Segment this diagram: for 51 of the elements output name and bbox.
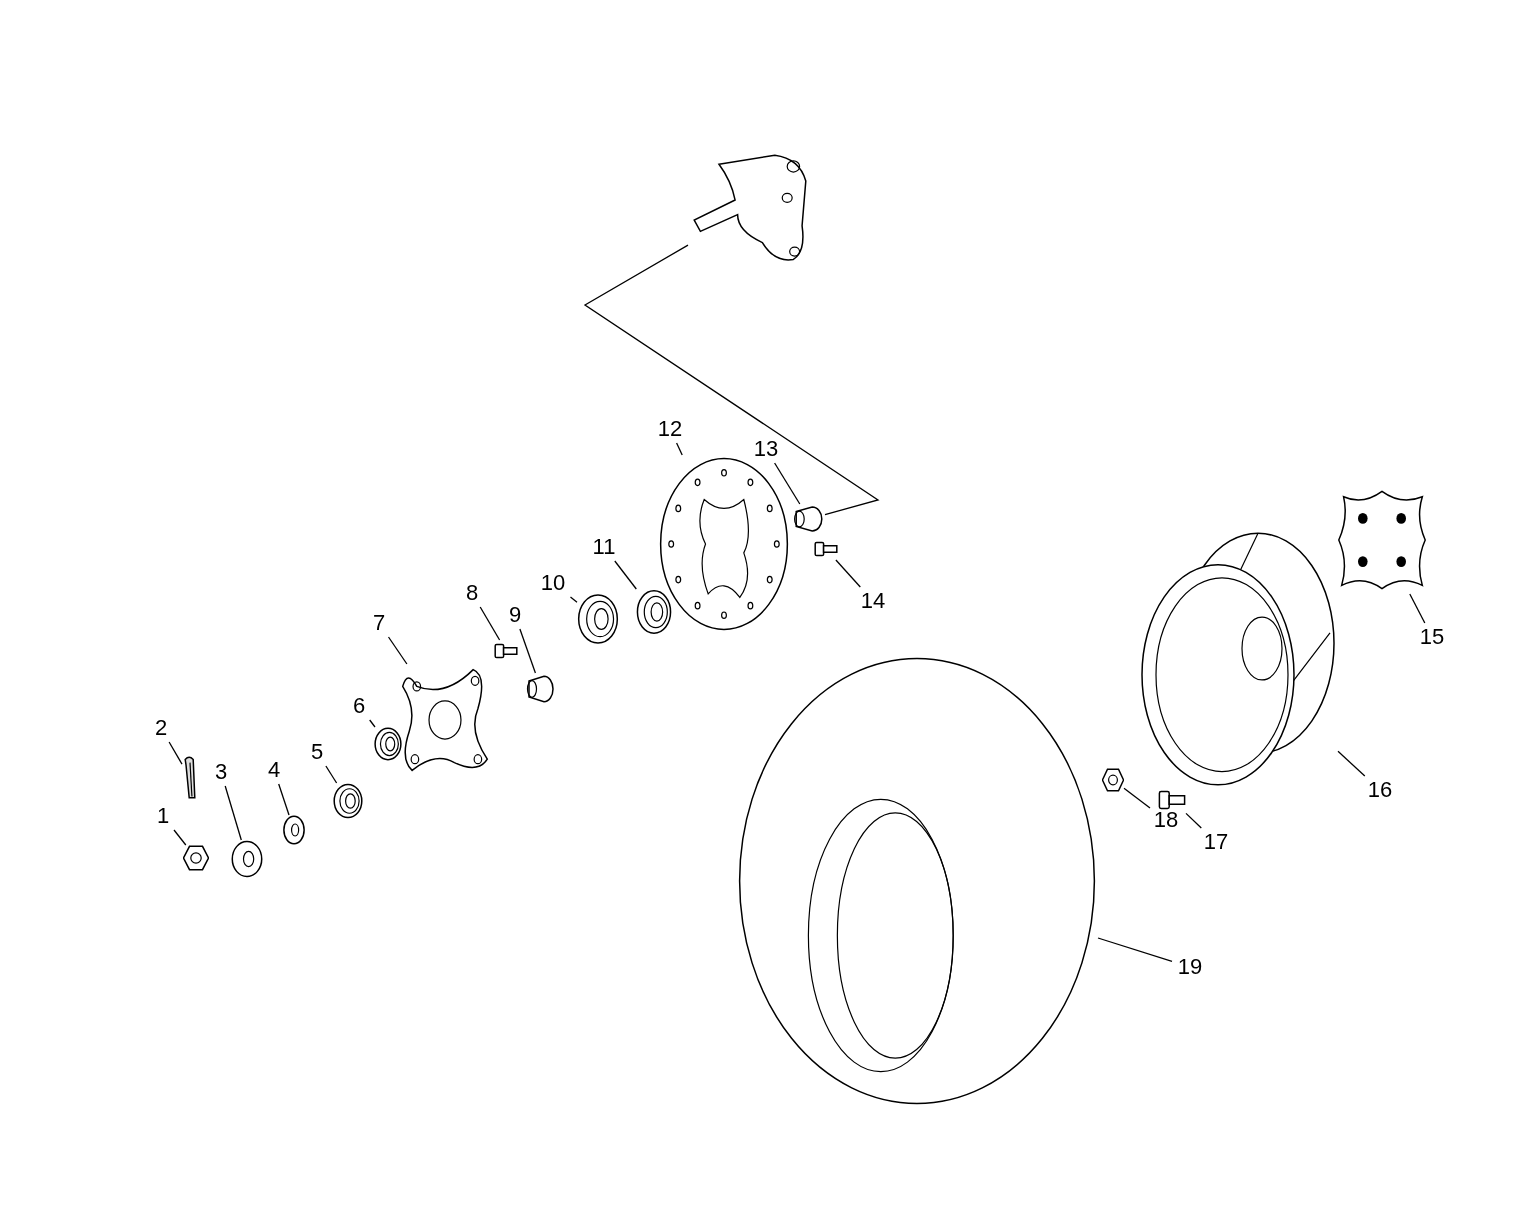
leader-line — [569, 596, 578, 603]
callout-number: 18 — [1150, 806, 1182, 834]
callout-number: 19 — [1172, 953, 1208, 981]
leader-line — [835, 559, 861, 588]
leader-line — [479, 606, 501, 641]
cotter-pin-drawing — [182, 756, 198, 800]
leader-line — [773, 462, 801, 505]
leader-line — [387, 636, 408, 665]
castle-nut-drawing — [183, 845, 209, 871]
leader-line — [325, 765, 338, 784]
leader-line — [369, 719, 376, 728]
callout-number: 3 — [208, 758, 234, 786]
lug-nut-drawing — [1102, 768, 1124, 792]
callout-number: 12 — [652, 415, 688, 443]
leader-line — [519, 628, 537, 674]
leader-line — [1337, 750, 1366, 777]
leader-line — [224, 785, 242, 841]
callout-number: 15 — [1414, 623, 1450, 651]
callout-number: 11 — [586, 533, 622, 561]
seal-drawing — [636, 589, 672, 635]
leader-line — [278, 783, 290, 816]
leader-line — [1097, 937, 1173, 962]
callout-number: 2 — [148, 714, 174, 742]
leader-line — [1185, 812, 1202, 829]
bearing-drawing — [577, 593, 619, 645]
spacer-drawing — [283, 815, 305, 845]
callout-number: 7 — [366, 609, 392, 637]
callout-number: 10 — [535, 569, 571, 597]
leader-line — [614, 560, 637, 590]
callout-number: 6 — [346, 692, 372, 720]
callout-number: 5 — [304, 738, 330, 766]
callout-number: 4 — [261, 756, 287, 784]
bushing-drawing — [793, 504, 825, 534]
leader-line — [173, 829, 187, 846]
seal-drawing — [333, 783, 363, 819]
leader-line — [1409, 593, 1426, 624]
leader-line — [675, 442, 683, 456]
callout-number: 16 — [1362, 776, 1398, 804]
callout-number: 13 — [748, 435, 784, 463]
callout-number: 9 — [502, 601, 528, 629]
callout-number: 17 — [1198, 828, 1234, 856]
callout-number: 1 — [150, 802, 176, 830]
callout-number: 8 — [459, 579, 485, 607]
callout-number: 14 — [855, 587, 891, 615]
washer-drawing — [231, 840, 263, 878]
bearing-drawing — [374, 727, 402, 761]
leader-line — [168, 741, 183, 765]
leader-line — [1123, 787, 1151, 809]
bushing-drawing — [526, 673, 556, 705]
leader-line — [583, 244, 880, 516]
brake-disc-drawing — [658, 455, 790, 633]
